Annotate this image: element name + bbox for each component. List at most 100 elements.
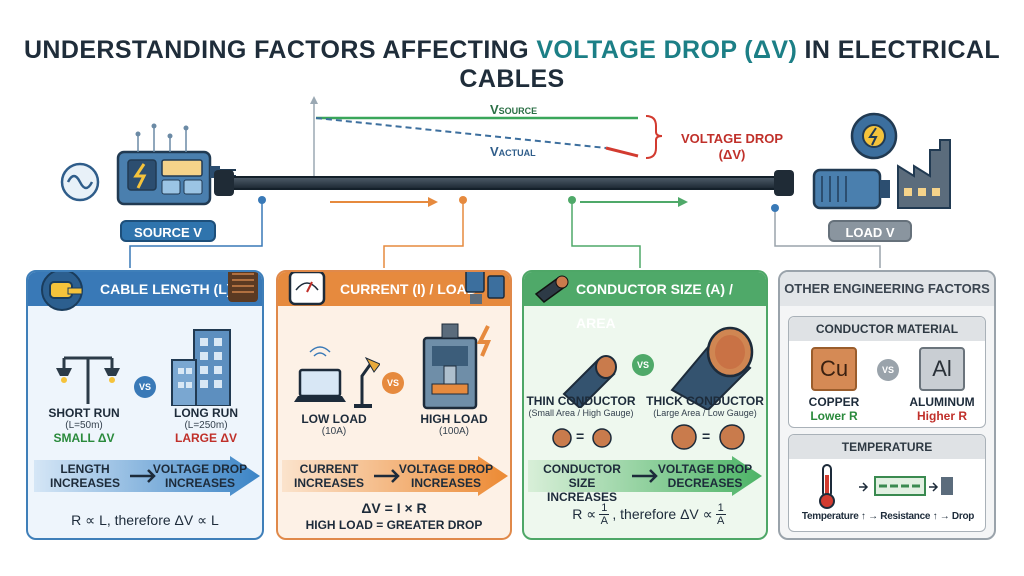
- current-arrow-right-2: INCREASES: [410, 476, 481, 490]
- meter-icon: [288, 272, 326, 306]
- thick-conductor-label: THICK CONDUCTOR: [646, 394, 764, 408]
- short-run-result: SMALL ΔV: [53, 431, 115, 445]
- vs-badge: VS: [877, 359, 899, 381]
- cable: [226, 176, 782, 190]
- drop-segment: [605, 146, 639, 158]
- high-load-sub: (100A): [438, 426, 469, 437]
- material-box: CONDUCTOR MATERIAL Cu VS Al COPPER Lower…: [788, 316, 986, 428]
- source-illustration: [60, 123, 236, 206]
- v-source-sub: SOURCE: [498, 106, 538, 116]
- short-run-block: SHORT RUN (L=50m) SMALL ΔV: [36, 406, 132, 445]
- copper-name: COPPER: [808, 395, 860, 409]
- load-illustration: [812, 112, 951, 210]
- aluminum-block: ALUMINUM Higher R: [899, 395, 985, 423]
- copper-note: Lower R: [810, 409, 858, 423]
- current-flow-arrows: [330, 197, 688, 207]
- title-highlight: VOLTAGE DROP (ΔV): [536, 36, 798, 64]
- low-load-sub: (10A): [321, 426, 347, 437]
- v-actual-line: [315, 117, 607, 149]
- size-arrow-left-2: INCREASES: [546, 490, 617, 504]
- thin-conductor-sub: (Small Area / High Gauge): [528, 408, 634, 418]
- current-formula-note: HIGH LOAD = GREATER DROP: [305, 518, 483, 532]
- size-arrow-right-1: VOLTAGE DROP: [657, 462, 753, 476]
- vs-badge: VS: [632, 354, 654, 376]
- graph-y-arrow: [310, 96, 318, 104]
- vs-badge: VS: [134, 376, 156, 398]
- size-arrow-left-1: CONDUCTOR SIZE: [543, 462, 621, 490]
- panel-current-load: CURRENT (I) / LOAD VS LOW LOAD (10A) HIG…: [276, 270, 512, 540]
- thick-equals: =: [702, 428, 711, 444]
- panel-other-factors: OTHER ENGINEERING FACTORS CONDUCTOR MATE…: [778, 270, 996, 540]
- thin-cross-section-icon: [552, 428, 612, 448]
- aluminum-symbol: Al: [919, 347, 965, 391]
- v-actual-sub: ACTUAL: [498, 148, 536, 158]
- short-run-label: SHORT RUN: [48, 406, 120, 420]
- thermometer-icon: [819, 464, 835, 509]
- aluminum-note: Higher R: [916, 409, 967, 423]
- long-run-label: LONG RUN: [174, 406, 238, 420]
- panel-cable-length: CABLE LENGTH (L) VS SHORT RUN (L=50m) SM…: [26, 270, 264, 540]
- voltage-drop-line1: VOLTAGE DROP: [680, 131, 784, 146]
- material-title: CONDUCTOR MATERIAL: [789, 317, 985, 341]
- thin-equals: =: [576, 428, 585, 444]
- aluminum-name: ALUMINUM: [909, 395, 975, 409]
- length-formula: R ∝ L, therefore ΔV ∝ L: [71, 512, 219, 528]
- industrial-press-icon: [422, 323, 492, 410]
- current-arrow-left-2: INCREASES: [293, 476, 364, 490]
- length-arrow-right-1: VOLTAGE DROP: [152, 462, 248, 476]
- building-icon: [171, 329, 231, 406]
- low-load-label: LOW LOAD: [301, 412, 367, 426]
- length-arrow-left-1: LENGTH: [60, 462, 110, 476]
- title-part-1: UNDERSTANDING FACTORS AFFECTING: [23, 36, 537, 64]
- v-actual-main: V: [490, 144, 499, 159]
- panel-other-title: OTHER ENGINEERING FACTORS: [780, 272, 994, 306]
- cable-plug-left: [214, 170, 234, 196]
- length-arrow-band: [34, 456, 260, 496]
- thin-conductor-icon: [562, 355, 617, 408]
- voltage-drop-line2: (ΔV): [718, 147, 746, 162]
- long-run-block: LONG RUN (L=250m) LARGE ΔV: [156, 406, 256, 445]
- long-run-sub: (L=250m): [184, 420, 228, 431]
- vs-badge: VS: [382, 372, 404, 394]
- source-v-badge: SOURCE V: [120, 220, 216, 242]
- cable-spool-icon: [228, 272, 258, 302]
- panel-conductor-size: CONDUCTOR SIZE (A) / AREA VS THIN CONDUC…: [522, 270, 768, 540]
- devices-icon: [465, 272, 505, 304]
- current-formula: ΔV = I × R: [361, 500, 427, 516]
- current-arrow-left-1: CURRENT: [299, 462, 359, 476]
- current-arrow-right-1: VOLTAGE DROP: [398, 462, 494, 476]
- thick-conductor-icon: [670, 326, 754, 410]
- load-v-badge: LOAD V: [828, 220, 912, 242]
- voltage-drop-callout: VOLTAGE DROP (ΔV): [672, 131, 792, 163]
- connector-lines: [129, 196, 881, 268]
- tape-measure-icon: [41, 272, 83, 311]
- thick-conductor-sub: (Large Area / Low Gauge): [653, 408, 757, 418]
- size-arrow-right-2: DECREASES: [667, 476, 743, 490]
- thin-conductor-label: THIN CONDUCTOR: [526, 394, 636, 408]
- low-load-block: LOW LOAD (10A): [284, 412, 384, 437]
- heated-cable-icon: [859, 476, 953, 496]
- size-formula-b: , therefore ΔV ∝: [612, 506, 713, 522]
- high-load-block: HIGH LOAD (100A): [404, 412, 504, 437]
- cable-plug-right: [774, 170, 794, 196]
- street-lights-icon: [56, 356, 120, 404]
- v-source-label: VSOURCE: [490, 102, 537, 117]
- temperature-box: TEMPERATURE Temperature ↑ → Resistance ↑…: [788, 434, 986, 532]
- length-arrow-left-2: INCREASES: [49, 476, 120, 490]
- thin-conductor-block: THIN CONDUCTOR (Small Area / High Gauge): [526, 394, 636, 418]
- drop-bracket: [645, 115, 663, 159]
- title-part-2: IN ELECTRICAL CABLES: [459, 36, 1001, 93]
- copper-symbol: Cu: [811, 347, 857, 391]
- laptop-lamp-icon: [294, 346, 380, 408]
- temperature-caption: Temperature ↑ → Resistance ↑ → Drop: [801, 511, 975, 522]
- size-arrow-band: [528, 456, 762, 496]
- current-arrow-band: [282, 456, 508, 496]
- copper-block: COPPER Lower R: [791, 395, 877, 423]
- long-run-result: LARGE ΔV: [175, 431, 237, 445]
- thick-cross-section-icon: [671, 424, 745, 450]
